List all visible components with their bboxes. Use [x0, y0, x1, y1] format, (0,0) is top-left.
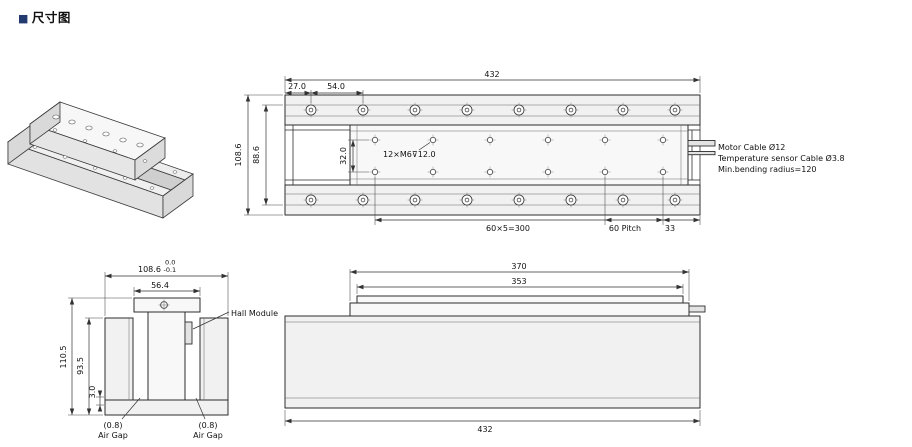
air-gap-left-value: (0.8)	[104, 421, 123, 430]
dim-plate-width-label: 56.4	[151, 281, 169, 290]
air-gap-right-value: (0.8)	[199, 421, 218, 430]
dim-inner-width-label: 88.6	[252, 146, 261, 164]
hall-module-label: Hall Module	[231, 309, 278, 318]
motor-cable-note: Motor Cable Ø12	[718, 142, 785, 152]
slider-left-end-face	[29, 101, 61, 145]
dim-overall-width-label: 108.6	[234, 144, 243, 167]
isometric-view	[7, 101, 194, 219]
temp-cable-note: Temperature sensor Cable Ø3.8	[717, 153, 845, 163]
dim-hole-pitch-label: 54.0	[327, 82, 345, 91]
page-title: 尺寸图	[31, 10, 71, 25]
air-gap-left-label: Air Gap	[98, 431, 128, 440]
dim-section-width-label: 108.6	[138, 265, 161, 274]
track-right-end-face	[162, 173, 194, 219]
track-side	[284, 315, 701, 409]
base-plate	[104, 399, 229, 416]
motor-cable	[687, 140, 716, 147]
dim-base-gap-label: 3.0	[88, 386, 97, 399]
tapped-holes-callout: 12×M6⊽12.0	[383, 150, 436, 159]
dim-hole-rows-label: 32.0	[339, 147, 348, 165]
track-far-wall-holes	[52, 128, 178, 174]
dim-forcer-length-label: 370	[511, 262, 526, 271]
right-magnet-wall	[199, 317, 229, 401]
dim-hole-offset-label: 27.0	[288, 82, 306, 91]
dim-overall-length-label: 432	[484, 70, 499, 79]
bottom-rail	[284, 184, 701, 216]
slider-top-holes	[52, 114, 144, 148]
page-header: ■尺寸图	[18, 7, 71, 26]
dim-total-height-label: 110.5	[59, 346, 68, 369]
air-gap-right-label: Air Gap	[193, 431, 223, 440]
dim-pitch-label: 60 Pitch	[609, 224, 641, 233]
forcer-section	[147, 311, 186, 401]
temp-sensor-cable	[687, 151, 716, 156]
dim-track-length-label: 432	[477, 425, 492, 434]
section-view: Hall Module 108.6 0.0 -0.1 56.4 110.5	[59, 259, 278, 441]
cable-exit-stub	[688, 305, 706, 313]
section-bullet-icon: ■	[18, 12, 29, 25]
dim-wall-height-label: 93.5	[76, 357, 85, 375]
dim-plate-length-label: 353	[511, 277, 526, 286]
top-plate-side	[356, 295, 684, 304]
dim-mount-pitch-total-label: 60×5=300	[486, 224, 530, 233]
left-magnet-wall	[104, 317, 134, 401]
bend-radius-note: Min.bending radius=120	[718, 165, 817, 174]
dim-section-width-tol-upper: 0.0	[165, 259, 175, 267]
track-near-wall-holes	[32, 145, 155, 190]
top-rail	[284, 94, 701, 126]
slider-right-end-face	[134, 137, 166, 181]
dim-section-width-tol-lower: -0.1	[164, 266, 177, 274]
forcer-body	[349, 124, 689, 186]
dim-end-offset-label: 33	[665, 224, 675, 233]
side-view: 370 353 432	[284, 262, 706, 434]
forcer-side	[349, 302, 690, 317]
hall-module	[184, 321, 193, 345]
top-view: 432 27.0 54.0 108.6 88.6	[234, 70, 845, 233]
